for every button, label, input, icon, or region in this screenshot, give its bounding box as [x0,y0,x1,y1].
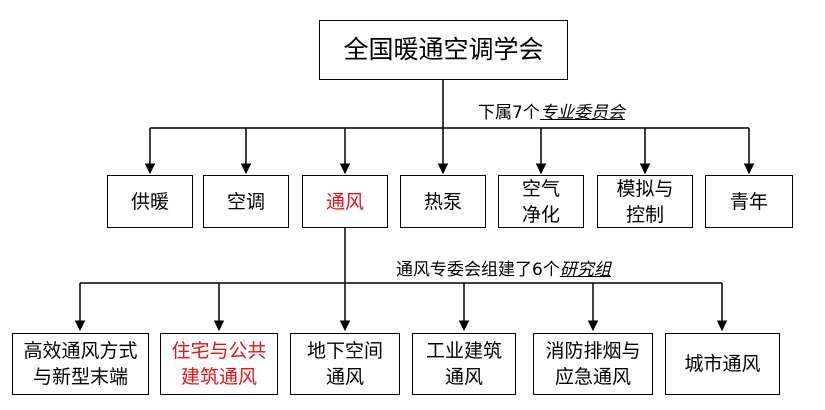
group-label-line-2: 应急通风 [554,366,631,388]
committee-node-youth: 青年 [705,175,793,228]
group-node-underground-space: 地下空间 通风 [290,333,400,395]
group-node-residential-public: 住宅与公共 建筑通风 [160,333,278,395]
committee-label-line-1: 模拟与 [616,177,674,200]
committee-node-heating: 供暖 [107,175,193,228]
committee-node-ventilation: 通风 [302,175,388,228]
group-label-line-1: 地下空间 [306,340,383,362]
group-node-urban-ventilation: 城市通风 [665,333,780,395]
committee-label-line-2: 净化 [521,203,560,226]
committee-label-line-2: 控制 [625,203,664,226]
committee-node-air-purification: 空气 净化 [498,175,584,228]
committee-label: 热泵 [423,190,462,213]
committee-node-heat-pump: 热泵 [400,175,486,228]
committee-node-simulation-control: 模拟与 控制 [597,175,693,228]
group-node-efficient-ventilation: 高效通风方式 与新型末端 [12,333,149,395]
committee-label-line-1: 空气 [521,177,560,200]
committee-label: 空调 [226,190,265,213]
group-node-smoke-emergency: 消防排烟与 应急通风 [533,333,653,395]
group-label-line-2: 建筑通风 [180,366,257,388]
group-label-line-2: 通风 [444,366,483,388]
committees-caption: 下属7个专业委员会 [478,98,625,123]
groups-caption: 通风专委会组建了6个研究组 [396,255,611,280]
committee-label: 通风 [325,190,364,213]
groups-caption-prefix: 通风专委会组建了6个 [396,260,560,280]
group-label-line-2: 通风 [325,366,364,388]
group-label-line-1: 住宅与公共 [171,340,267,362]
group-label-line-1: 高效通风方式 [23,340,138,362]
groups-caption-emphasis: 研究组 [559,260,611,280]
group-label-line-1: 消防排烟与 [545,340,641,362]
root-label: 全国暖通空调学会 [343,35,544,64]
committee-label: 青年 [729,190,768,213]
group-label: 城市通风 [684,353,761,375]
committee-label: 供暖 [130,190,169,213]
group-node-industrial-building: 工业建筑 通风 [412,333,516,395]
group-label-line-1: 工业建筑 [425,340,502,362]
committees-caption-prefix: 下属7个 [478,103,540,123]
committee-node-air-conditioning: 空调 [203,175,289,228]
committees-caption-emphasis: 专业委员会 [539,103,625,123]
root-node: 全国暖通空调学会 [319,20,568,80]
group-label-line-2: 与新型末端 [32,366,128,388]
